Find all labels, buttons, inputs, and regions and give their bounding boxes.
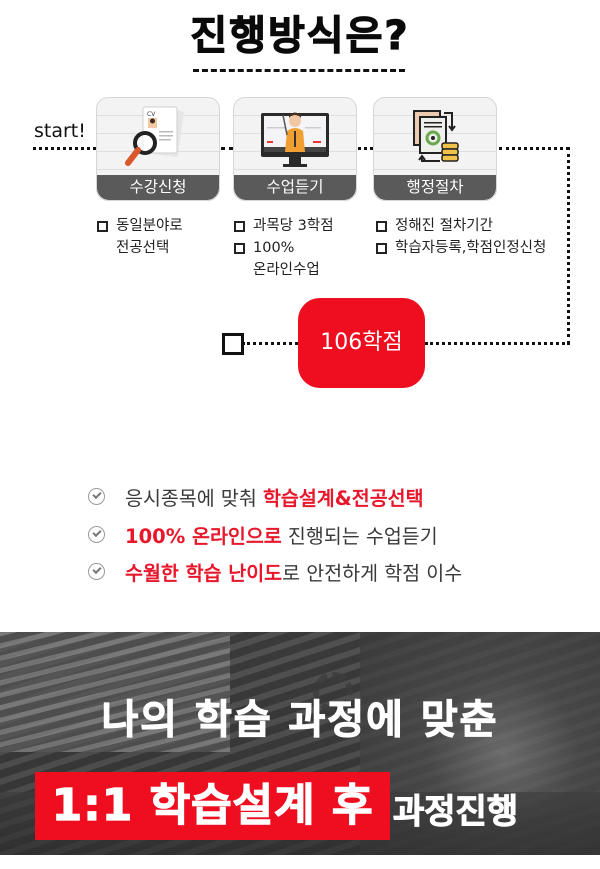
- banner-headline: 나의 학습 과정에 맞춘: [101, 697, 499, 744]
- start-label: start!: [34, 120, 86, 142]
- promo-banner: 나의 학습 과정에 맞춘 1:1 학습설계 후 과정진행: [0, 632, 600, 855]
- connector-3-right: [499, 147, 569, 150]
- connector-bottom-left: [242, 342, 298, 345]
- title-underline-divider: [193, 69, 405, 72]
- resume-search-icon: CV: [97, 104, 219, 172]
- bullet-text-continued: 전공선택: [116, 240, 170, 256]
- step-card-enrollment: CV 수강신청: [96, 97, 220, 201]
- checklist-highlight: 100% 온라인으로: [125, 525, 282, 548]
- step-card-lecture: 수업듣기: [233, 97, 357, 201]
- banner-highlight-box: [35, 772, 390, 840]
- gear-icon: [313, 672, 353, 712]
- square-bullet-icon: [97, 221, 108, 232]
- page-title: 진행방식은?: [190, 12, 410, 59]
- step-card-administration: 행정절차: [373, 97, 497, 201]
- step-label: 수강신청: [97, 175, 219, 200]
- step-label: 수업듣기: [234, 175, 356, 200]
- check-circle-icon: [88, 526, 105, 543]
- online-lecture-monitor-icon: [234, 104, 356, 172]
- square-bullet-icon: [234, 243, 245, 254]
- bullet-text-continued: 온라인수업: [253, 262, 320, 278]
- connector-right-down: [567, 147, 570, 344]
- step-label: 행정절차: [374, 175, 496, 200]
- bullet-text: 과목당 3학점: [253, 218, 334, 234]
- checklist-highlight: 학습설계&전공선택: [262, 487, 424, 510]
- check-circle-icon: [88, 488, 105, 505]
- banner-background-texture: [0, 632, 230, 752]
- banner-highlight-text: 1:1 학습설계 후: [51, 779, 374, 831]
- checklist-text: 로 안전하게 학점 이수: [282, 562, 463, 585]
- svg-text:CV: CV: [147, 111, 156, 118]
- bullet-text: 학습자등록,학점인정신청: [395, 240, 547, 256]
- checklist-item: 응시종목에 맞춰 학습설계&전공선택: [88, 482, 424, 511]
- checklist-item: 100% 온라인으로 진행되는 수업듣기: [88, 520, 438, 549]
- step-3-details: 정해진 절차기간 학습자등록,학점인정신청: [376, 215, 546, 259]
- connector-bottom-right: [425, 342, 570, 345]
- check-circle-icon: [88, 563, 105, 580]
- bullet-text: 100%: [253, 240, 295, 256]
- checklist-highlight: 수월한 학습 난이도: [125, 562, 283, 585]
- connector-start: [33, 147, 96, 150]
- step-2-details: 과목당 3학점 100% 온라인수업: [234, 215, 334, 281]
- banner-subheadline: 과정진행: [392, 792, 519, 833]
- end-point-square-icon: [222, 333, 244, 355]
- step-1-details: 동일분야로 전공선택: [97, 215, 183, 259]
- result-credits-badge: 106학점: [298, 298, 425, 388]
- square-bullet-icon: [234, 221, 245, 232]
- square-bullet-icon: [376, 221, 387, 232]
- checklist-text: 응시종목에 맞춰: [125, 487, 263, 510]
- checklist-text: 진행되는 수업듣기: [281, 525, 438, 548]
- bullet-text: 동일분야로: [116, 218, 183, 234]
- square-bullet-icon: [376, 243, 387, 254]
- connector-2-3: [358, 147, 373, 150]
- bullet-text: 정해진 절차기간: [395, 218, 493, 234]
- connector-1-2: [221, 147, 233, 150]
- document-process-icon: [374, 104, 496, 172]
